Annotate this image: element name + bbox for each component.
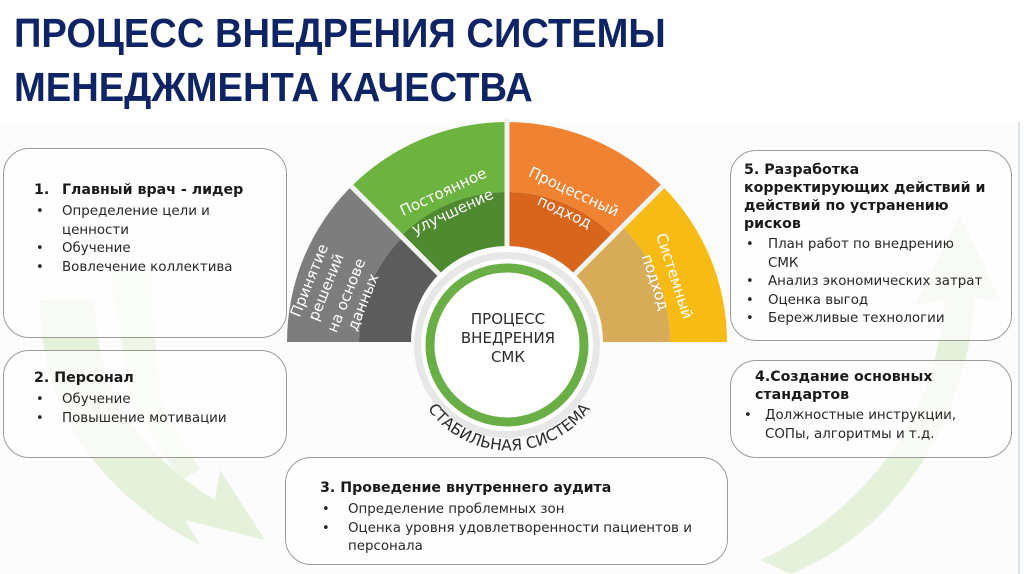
list-item: Повышение мотивации — [34, 410, 286, 429]
center-label-line-3: СМК — [490, 348, 526, 366]
list-item: Определение цели и ценности — [34, 203, 234, 240]
step-5-heading: 5. Разработка корректирующих действий и … — [744, 162, 986, 232]
list-item: Должностные инструкции, СОПы, алгоритмы … — [742, 407, 982, 444]
step-4-standards-box: 4.Создание основных стандартов Должностн… — [730, 360, 1012, 458]
step-3-audit-box: 3. Проведение внутреннего аудита Определ… — [285, 457, 728, 565]
list-item: Определение проблемных зон — [320, 501, 727, 520]
list-item: План работ по внедрению СМК — [744, 236, 984, 273]
list-item: Оценка уровня удовлетворенности пациенто… — [320, 520, 720, 557]
step-3-list: Определение проблемных зон Оценка уровня… — [320, 501, 727, 557]
step-1-title: Главный врач - лидер — [62, 182, 244, 198]
list-item: Вовлечение коллектива — [34, 259, 286, 278]
center-label-line-2: ВНЕДРЕНИЯ — [460, 329, 556, 347]
step-5-corrective-actions-box: 5. Разработка корректирующих действий и … — [730, 150, 1012, 341]
step-4-heading: 4.Создание основных стандартов — [755, 369, 933, 403]
page-title: ПРОЦЕСС ВНЕДРЕНИЯ СИСТЕМЫ МЕНЕДЖМЕНТА КА… — [14, 6, 721, 114]
list-item: Обучение — [34, 391, 286, 410]
step-3-heading: 3. Проведение внутреннего аудита — [320, 480, 612, 496]
center-label-line-1: ПРОЦЕСС — [470, 310, 546, 328]
step-1-list: Определение цели и ценности Обучение Вов… — [34, 203, 286, 277]
step-1-number: 1. — [34, 182, 50, 198]
step-1-leader-box: 1. Главный врач - лидер Определение цели … — [3, 148, 287, 338]
step-2-heading: 2. Персонал — [34, 370, 134, 386]
list-item: Бережливые технологии — [744, 310, 1011, 329]
list-item: Обучение — [34, 240, 286, 259]
list-item: Оценка выгод — [744, 292, 1011, 311]
center-process-label: ПРОЦЕСС ВНЕДРЕНИЯ СМК — [448, 310, 568, 367]
title-line-1: ПРОЦЕСС ВНЕДРЕНИЯ СИСТЕМЫ — [14, 10, 666, 56]
step-5-list: План работ по внедрению СМК Анализ эконо… — [744, 236, 1011, 329]
step-4-list: Должностные инструкции, СОПы, алгоритмы … — [744, 407, 1011, 444]
step-2-personnel-box: 2. Персонал Обучение Повышение мотивации — [3, 350, 287, 458]
step-1-heading: 1. Главный врач - лидер — [34, 181, 286, 199]
right-edge-rule — [1018, 122, 1020, 574]
title-line-2: МЕНЕДЖМЕНТА КАЧЕСТВА — [14, 64, 533, 110]
list-item: Анализ экономических затрат — [744, 273, 1011, 292]
step-2-list: Обучение Повышение мотивации — [34, 391, 286, 428]
